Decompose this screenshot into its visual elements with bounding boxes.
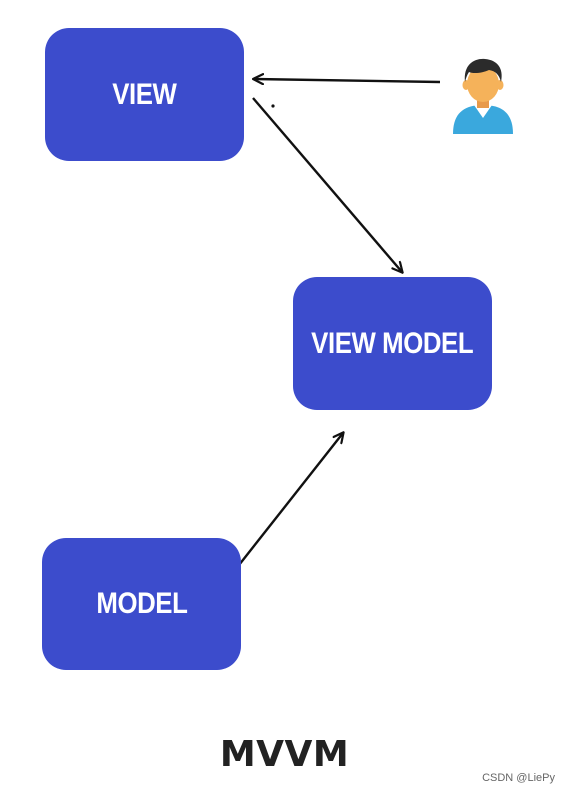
watermark: CSDN @LiePy — [482, 772, 555, 784]
view-node: VIEW — [45, 28, 244, 161]
arrow-view-to-view-model — [252, 97, 402, 272]
model-node-label: MODEL — [95, 587, 187, 620]
model-node: MODEL — [42, 538, 241, 670]
view-node-label: VIEW — [112, 77, 177, 111]
diagram-title: MVVM — [219, 734, 350, 775]
user-avatar-icon — [453, 58, 513, 134]
arrow-user-to-view — [254, 79, 441, 82]
view-model-node-label: VIEW MODEL — [311, 326, 474, 360]
arrow-origin-dot — [271, 104, 275, 108]
view-model-node: VIEW MODEL — [293, 277, 492, 410]
